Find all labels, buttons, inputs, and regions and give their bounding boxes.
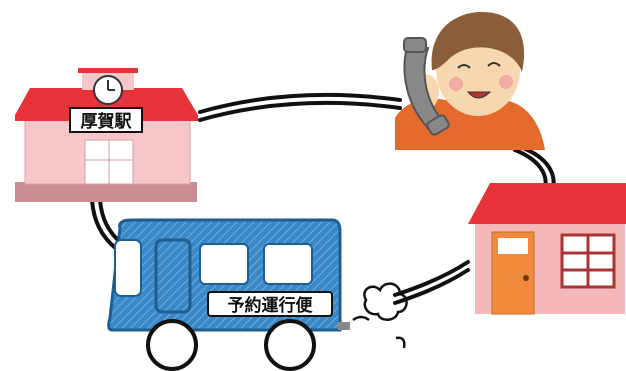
bus-icon: 予約運行便 bbox=[107, 218, 350, 371]
woman-on-phone-icon bbox=[395, 12, 545, 150]
house-icon bbox=[468, 183, 626, 315]
telephone-handset-icon bbox=[403, 37, 450, 136]
clock-icon bbox=[93, 75, 123, 105]
exhaust-smoke-icon bbox=[352, 282, 408, 349]
station-sign-label: 厚賀駅 bbox=[81, 112, 133, 132]
bus-route-label: 予約運行便 bbox=[228, 295, 314, 316]
train-station-icon: 厚賀駅 bbox=[15, 68, 198, 202]
